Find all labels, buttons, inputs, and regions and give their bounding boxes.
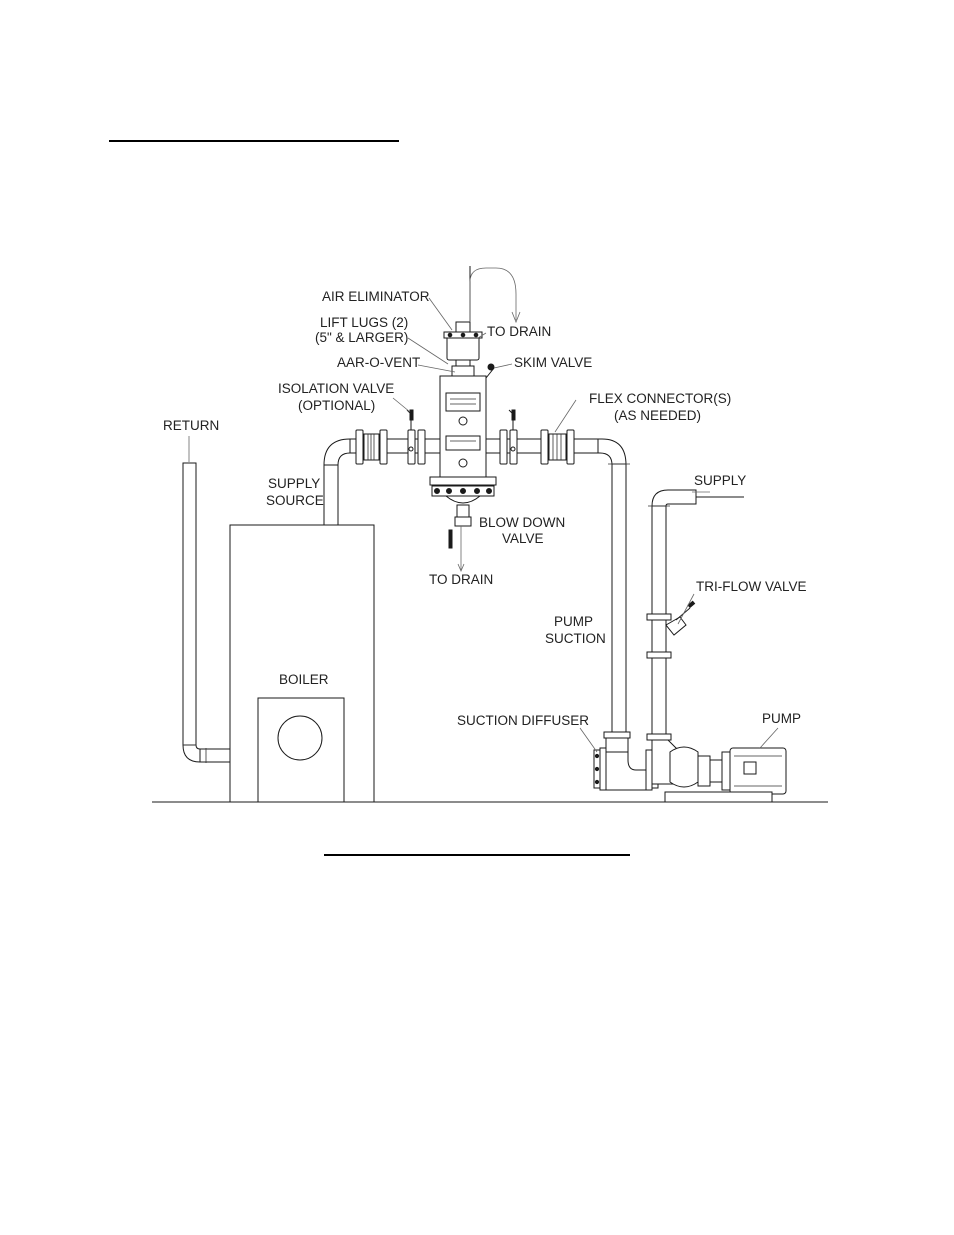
flex-connector-left bbox=[363, 433, 380, 461]
isolation-valve-left bbox=[406, 409, 414, 452]
label-supply-source-1: SUPPLY bbox=[268, 476, 320, 491]
label-suction-diffuser: SUCTION DIFFUSER bbox=[457, 713, 589, 728]
label-supply-source-2: SOURCE bbox=[266, 493, 324, 508]
label-to-drain-top: TO DRAIN bbox=[487, 324, 551, 339]
boiler-door bbox=[257, 697, 345, 803]
label-isolation-valve: ISOLATION VALVE bbox=[278, 381, 394, 396]
pump-suction-pipe bbox=[597, 438, 630, 735]
leader-tri-flow bbox=[677, 593, 695, 625]
label-pump: PUMP bbox=[762, 711, 801, 726]
label-aar-o-vent: AAR-O-VENT bbox=[337, 355, 420, 370]
leader-lift-lugs bbox=[407, 337, 449, 365]
return-pipe bbox=[182, 462, 231, 763]
label-supply: SUPPLY bbox=[694, 473, 746, 488]
label-boiler: BOILER bbox=[279, 672, 329, 687]
label-skim-valve: SKIM VALVE bbox=[514, 355, 592, 370]
leader-to-drain-top bbox=[477, 332, 487, 339]
top-drain-arrow bbox=[511, 311, 521, 324]
label-air-eliminator: AIR ELIMINATOR bbox=[322, 289, 430, 304]
supply-pipe bbox=[646, 489, 744, 741]
right-flange-set bbox=[499, 429, 575, 465]
label-isolation-optional: (OPTIONAL) bbox=[298, 398, 375, 413]
pump-unit bbox=[651, 739, 787, 803]
label-tri-flow-valve: TRI-FLOW VALVE bbox=[696, 579, 807, 594]
aar-o-vent bbox=[451, 357, 475, 377]
label-blow-down-valve: VALVE bbox=[502, 531, 544, 546]
label-flex-as-needed: (AS NEEDED) bbox=[614, 408, 701, 423]
top-drain-line bbox=[469, 267, 517, 322]
label-blow-down: BLOW DOWN bbox=[479, 515, 565, 530]
skim-valve bbox=[485, 363, 495, 379]
tri-flow-valve-unit bbox=[665, 600, 696, 636]
leader-air-eliminator bbox=[428, 297, 453, 331]
leader-pump bbox=[759, 727, 779, 749]
label-pump-suction-2: SUCTION bbox=[545, 631, 606, 646]
leader-skim-valve bbox=[493, 363, 513, 369]
flex-connector-right bbox=[548, 433, 567, 461]
leader-suction-diffuser bbox=[579, 727, 598, 753]
boiler bbox=[229, 524, 375, 803]
air-eliminator bbox=[443, 266, 483, 361]
air-separator-body bbox=[429, 375, 497, 504]
suction-diffuser-unit bbox=[593, 731, 659, 791]
label-pump-suction-1: PUMP bbox=[554, 614, 593, 629]
isolation-valve-right bbox=[508, 409, 516, 452]
left-flange-set bbox=[355, 429, 426, 465]
label-to-drain-bottom: TO DRAIN bbox=[429, 572, 493, 587]
leader-flex-connector bbox=[554, 399, 577, 433]
label-lift-lugs: LIFT LUGS (2) bbox=[320, 315, 408, 330]
label-return: RETURN bbox=[163, 418, 219, 433]
label-flex-connector: FLEX CONNECTOR(S) bbox=[589, 391, 731, 406]
label-lift-lugs-size: (5" & LARGER) bbox=[315, 330, 408, 345]
leader-isolation-valve bbox=[392, 397, 411, 413]
boiler-burner-port bbox=[277, 715, 323, 761]
leader-aar-o-vent bbox=[417, 364, 456, 373]
blow-down-valve bbox=[448, 504, 472, 573]
